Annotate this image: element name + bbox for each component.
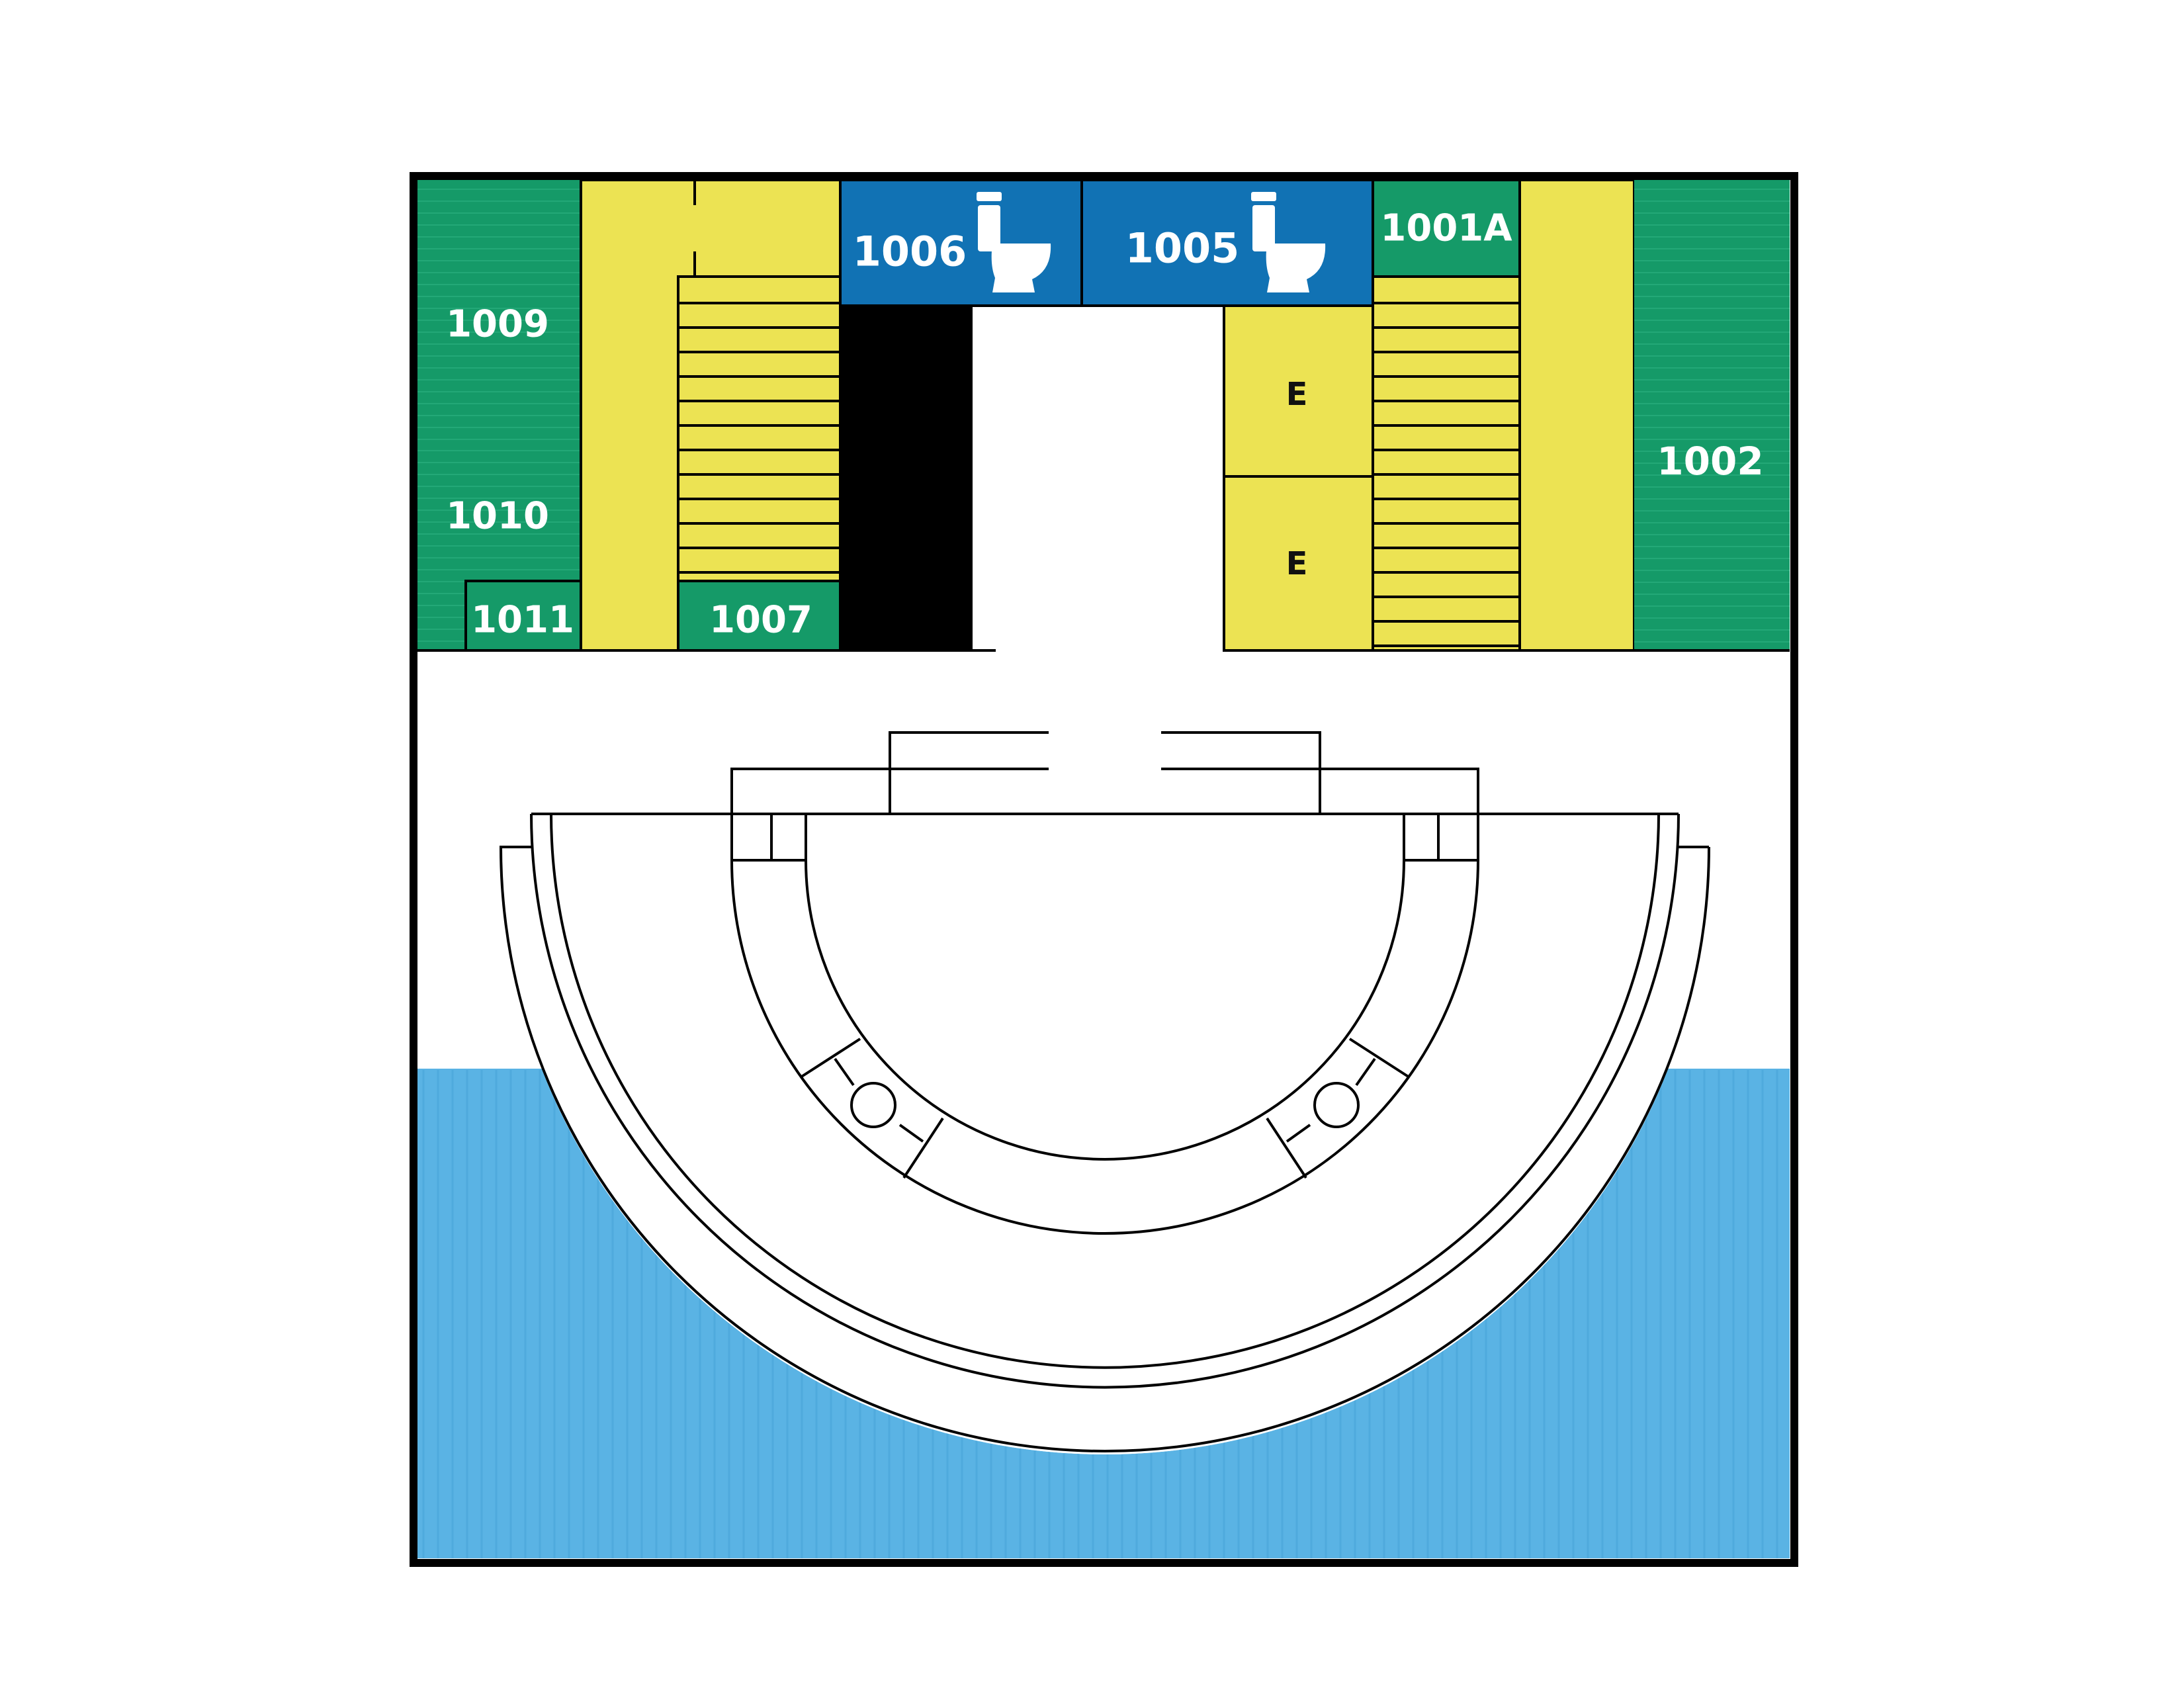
elevator-north-label: E: [1286, 376, 1308, 413]
column-east: [1313, 1082, 1360, 1128]
building-outline: [410, 172, 1798, 1567]
room-1009[interactable]: 1009: [417, 180, 581, 441]
room-1006-restroom[interactable]: 1006: [839, 179, 1083, 307]
room-1010-label: 1010: [446, 495, 549, 538]
elevator-north[interactable]: E: [1223, 304, 1374, 478]
elevator-south[interactable]: E: [1223, 475, 1374, 652]
room-1007-label: 1007: [709, 599, 812, 642]
room-1001a[interactable]: 1001A: [1372, 179, 1521, 278]
room-1002[interactable]: 1002: [1634, 180, 1790, 650]
toilet-icon: [1251, 192, 1326, 292]
room-1011-label: 1011: [471, 599, 574, 642]
elevator-south-label: E: [1286, 545, 1308, 582]
room-1011[interactable]: 1011: [464, 580, 582, 652]
room-1006-label: 1006: [853, 228, 967, 276]
service-shaft: [840, 306, 973, 650]
stairwell-west: [580, 179, 842, 652]
room-1002-label: 1002: [1657, 439, 1763, 484]
stairwell-east: [1372, 179, 1636, 652]
rotunda-outline: [500, 731, 1710, 1452]
room-1009-label: 1009: [446, 303, 549, 346]
column-west: [850, 1082, 896, 1128]
room-1005-label: 1005: [1125, 224, 1240, 273]
room-1005-restroom[interactable]: 1005: [1080, 179, 1374, 307]
room-1001a-label: 1001A: [1380, 207, 1512, 250]
toilet-icon: [977, 192, 1051, 292]
room-1007[interactable]: 1007: [677, 580, 842, 652]
